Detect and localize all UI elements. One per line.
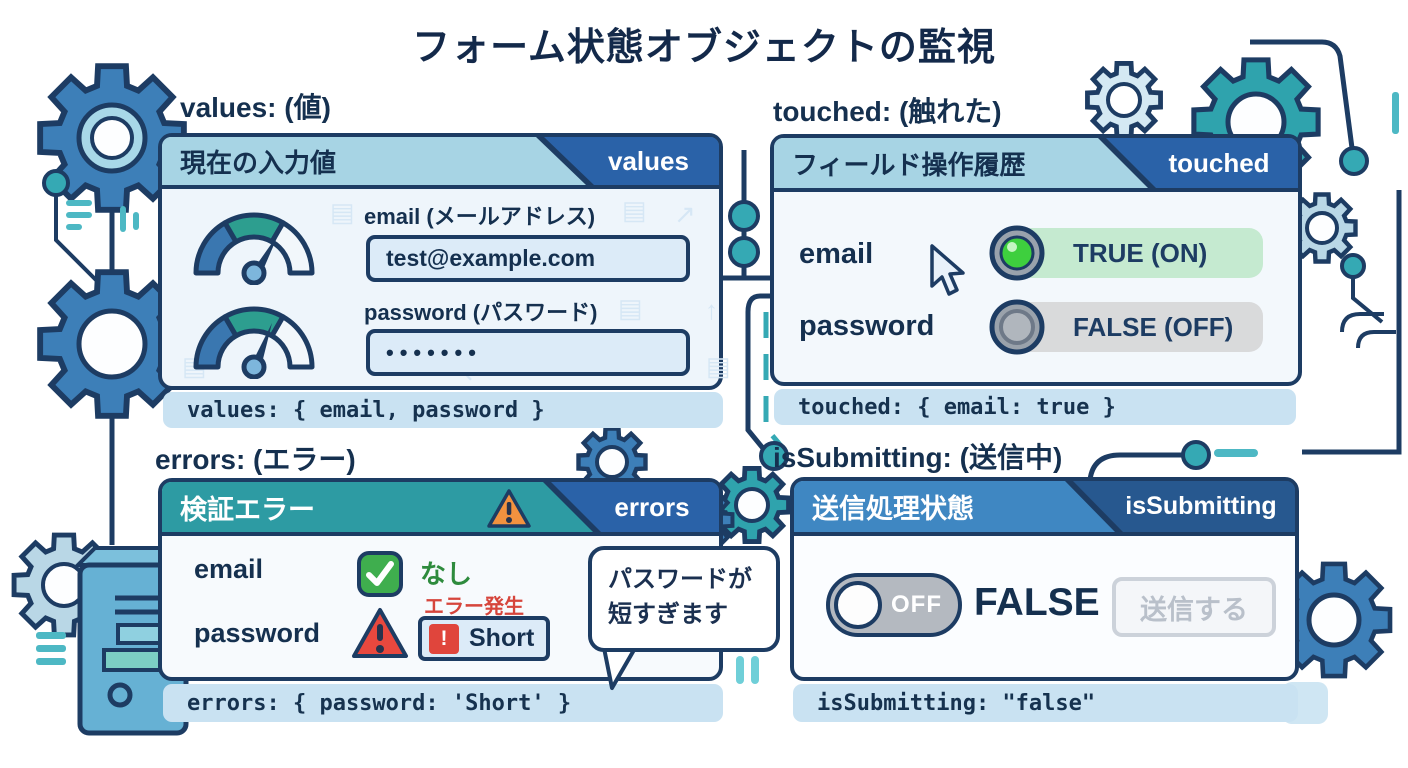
gear-icon [40, 272, 184, 416]
touched-code-snippet: touched: { email: true } [774, 389, 1296, 425]
submitting-toggle[interactable]: OFF [826, 573, 962, 637]
issubmitting-tab-label: isSubmitting [1125, 492, 1277, 520]
touched-email-state-pill: TRUE (ON) [999, 228, 1263, 278]
errors-password-field: password [194, 618, 321, 648]
email-field-label: email (メールアドレス) [364, 204, 596, 229]
password-error-chip: ! Short [418, 616, 551, 661]
errors-section-label: errors: (エラー) [155, 444, 356, 475]
errors-tab-label: errors [614, 491, 690, 522]
errors-panel-title: 検証エラー [180, 494, 315, 525]
issubmitting-code-snippet: isSubmitting: "false" [793, 684, 1298, 722]
errors-email-status: なし [420, 559, 473, 589]
gear-icon [40, 66, 184, 210]
gauge-icon [193, 212, 315, 285]
touched-tab: touched [1106, 138, 1298, 188]
toggle-knob [834, 581, 882, 629]
password-error-text: Short [469, 624, 535, 652]
issubmitting-panel-header: 送信処理状態 isSubmitting [794, 481, 1295, 536]
bubble-line-1: パスワードが [608, 566, 752, 593]
check-icon [357, 551, 403, 597]
issubmitting-panel-title: 送信処理状態 [812, 494, 974, 524]
document-icon: ▤ [618, 293, 643, 323]
touched-password-state: FALSE (OFF) [1073, 311, 1234, 342]
issubmitting-value: FALSE [974, 581, 1100, 624]
values-panel-title: 現在の入力値 [180, 147, 337, 178]
toggle-off-label: OFF [891, 591, 942, 618]
values-tab-label: values [608, 145, 689, 176]
email-input-value: test@example.com [386, 245, 596, 271]
touched-panel: フィールド操作履歴 touched email TRUE (ON) passwo… [770, 134, 1302, 386]
errors-code-snippet: errors: { password: 'Short' } [163, 684, 723, 722]
circuit-node [728, 236, 760, 268]
values-section-label: values: (値) [180, 92, 331, 123]
error-triangle-icon [352, 608, 408, 658]
touched-email-state: TRUE (ON) [1073, 237, 1208, 268]
errors-email-field: email [194, 554, 264, 584]
errors-tab: errors [551, 482, 719, 532]
password-input[interactable]: ••••••• [366, 329, 690, 376]
speech-bubble: パスワードが 短すぎます [588, 546, 780, 652]
circuit-node [759, 441, 789, 471]
error-occurred-label: エラー発生 [424, 596, 524, 618]
values-panel-header: 現在の入力値 values [162, 137, 719, 189]
issubmitting-section-label: isSubmitting: (送信中) [773, 442, 1063, 473]
error-bang-icon: ! [429, 623, 459, 654]
cursor-icon [930, 244, 965, 296]
document-icon: ▤ [330, 197, 355, 227]
submit-button[interactable]: 送信する [1112, 577, 1276, 637]
touched-panel-title: フィールド操作履歴 [792, 149, 1026, 180]
document-icon: ▤ [706, 351, 731, 381]
touched-panel-header: フィールド操作履歴 touched [774, 138, 1298, 192]
circuit-node [728, 200, 760, 232]
values-tab: values [544, 137, 719, 185]
password-input-value: ••••••• [386, 339, 482, 365]
password-field-label: password (パスワード) [364, 300, 598, 325]
circuit-node [42, 169, 70, 197]
page-title: フォーム状態オブジェクトの監視 [412, 27, 996, 69]
touched-password-field: password [799, 310, 935, 342]
errors-panel-header: 検証エラー errors [162, 482, 719, 536]
touched-section-label: touched: (触れた) [773, 96, 1002, 127]
bubble-line-2: 短すぎます [608, 601, 728, 628]
led-on-icon [989, 225, 1045, 281]
circuit-node [1181, 440, 1211, 470]
document-icon: ▤ [622, 195, 647, 225]
warning-triangle-icon [487, 489, 531, 528]
values-panel: 現在の入力値 values ▤ ▤ ↗ ▤ ▤ ↑ ⇄ ▤ email (メール… [158, 133, 731, 390]
issubmitting-panel: 送信処理状態 isSubmitting OFF FALSE 送信する [790, 477, 1299, 681]
touched-tab-label: touched [1168, 147, 1270, 178]
touched-email-field: email [799, 238, 874, 270]
circuit-node [1339, 146, 1369, 176]
trend-arrow-icon: ↗ [674, 199, 696, 229]
values-code-snippet: values: { email, password } [163, 392, 723, 428]
gauge-icon [193, 306, 315, 379]
led-off-icon [989, 299, 1045, 355]
circuit-node [1340, 253, 1366, 279]
arrow-up-icon: ↑ [705, 295, 718, 325]
issubmitting-tab: isSubmitting [1073, 481, 1295, 532]
email-input[interactable]: test@example.com [366, 235, 690, 282]
